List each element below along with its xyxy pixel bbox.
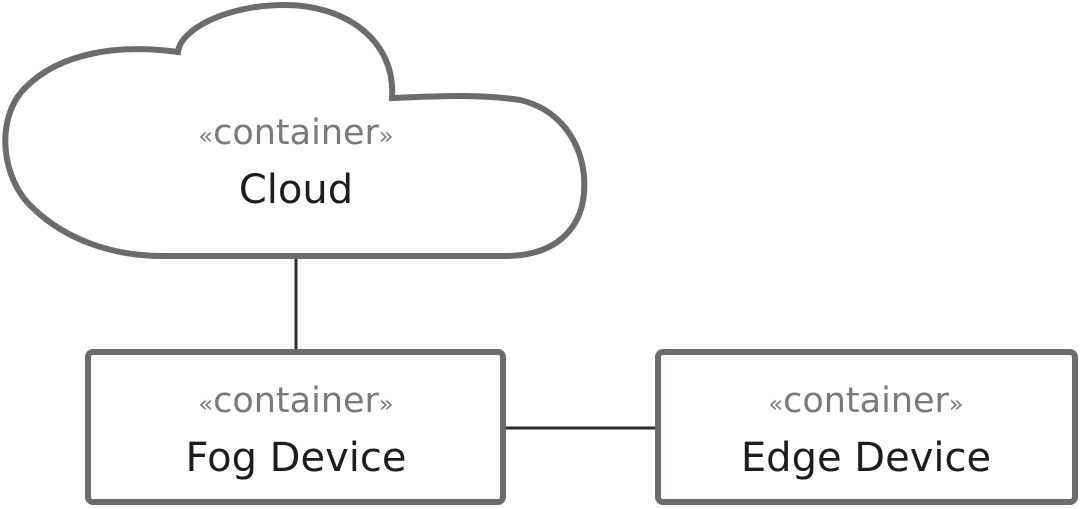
fog-guillemet-close: » xyxy=(379,390,394,418)
fog-stereotype-label: container xyxy=(213,381,379,421)
node-cloud[interactable]: «container» Cloud xyxy=(2,1,588,259)
edge-device-box xyxy=(655,349,1078,505)
cloud-stereotype-label: container xyxy=(213,113,379,153)
cloud-guillemet-open: « xyxy=(198,122,213,150)
cloud-stereotype: «container» xyxy=(198,113,393,153)
edge-guillemet-close: » xyxy=(949,390,964,418)
node-edge-device[interactable]: «container» Edge Device xyxy=(655,349,1078,505)
fog-device-box xyxy=(85,349,506,505)
cloud-guillemet-close: » xyxy=(379,122,394,150)
node-fog-device[interactable]: «container» Fog Device xyxy=(85,349,506,505)
cloud-shape xyxy=(2,1,588,259)
edge-device-stereotype: «container» xyxy=(768,381,963,421)
fog-guillemet-open: « xyxy=(198,390,213,418)
edge-stereotype-label: container xyxy=(783,381,949,421)
cloud-name: Cloud xyxy=(239,167,353,213)
edge-guillemet-open: « xyxy=(768,390,783,418)
fog-device-name: Fog Device xyxy=(186,435,407,481)
edge-device-name: Edge Device xyxy=(741,435,991,481)
fog-device-stereotype: «container» xyxy=(198,381,393,421)
